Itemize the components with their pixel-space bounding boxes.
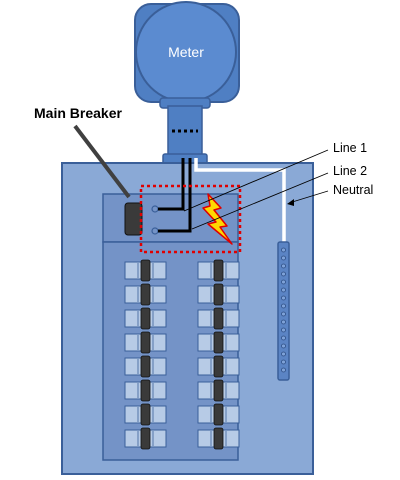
- line2-wire: [158, 158, 192, 233]
- neutral-screw: [281, 255, 286, 261]
- breaker-toggle: [140, 331, 151, 354]
- branch-breaker: [124, 259, 167, 282]
- neutral-screw: [281, 287, 286, 293]
- meter-label: Meter: [168, 44, 204, 60]
- branch-breaker: [124, 403, 167, 426]
- breaker-toggle: [213, 307, 224, 330]
- branch-breaker: [124, 355, 167, 378]
- branch-breaker: [124, 379, 167, 402]
- breaker-toggle: [140, 259, 151, 282]
- neutral-screw: [281, 279, 286, 285]
- branch-breaker-grid: [124, 259, 240, 450]
- neutral-screw: [281, 343, 286, 349]
- breaker-toggle: [140, 355, 151, 378]
- neutral-screw: [281, 271, 286, 277]
- breaker-toggle: [140, 307, 151, 330]
- branch-breaker: [124, 331, 167, 354]
- line2-leader: [191, 172, 329, 230]
- neutral-screw: [281, 263, 286, 269]
- branch-breaker: [197, 259, 240, 282]
- neutral-leader: [288, 190, 329, 204]
- danger-highlight-box: [139, 184, 242, 254]
- neutral-screw: [281, 303, 286, 309]
- branch-breaker: [124, 307, 167, 330]
- lightning-spark-icon: [202, 193, 233, 245]
- meter: Meter: [134, 1, 240, 103]
- neutral-screw: [281, 295, 286, 301]
- breaker-toggle: [140, 379, 151, 402]
- line1-label: Line 1: [333, 141, 367, 155]
- breaker-toggle: [213, 403, 224, 426]
- branch-breaker: [197, 403, 240, 426]
- line2-label: Line 2: [333, 164, 367, 178]
- branch-breaker: [197, 427, 240, 450]
- branch-breaker: [124, 427, 167, 450]
- breaker-toggle: [140, 283, 151, 306]
- main-breaker-pointer: [73, 124, 131, 199]
- neutral-screw: [281, 311, 286, 317]
- branch-breaker: [197, 307, 240, 330]
- neutral-wire: [194, 158, 286, 244]
- neutral-screw: [281, 359, 286, 365]
- neutral-screw: [281, 335, 286, 341]
- neutral-screw: [281, 319, 286, 325]
- main-breaker-switch: [124, 202, 143, 236]
- breaker-toggle: [140, 403, 151, 426]
- neutral-bar: [277, 241, 290, 381]
- breaker-toggle: [140, 427, 151, 450]
- breaker-toggle: [213, 355, 224, 378]
- line1-leader: [183, 149, 329, 212]
- branch-breaker: [197, 283, 240, 306]
- branch-breaker: [124, 283, 167, 306]
- breaker-toggle: [213, 331, 224, 354]
- line1-wire: [158, 158, 185, 211]
- main-breaker-label: Main Breaker: [34, 105, 122, 121]
- branch-breaker: [197, 355, 240, 378]
- breaker-toggle: [213, 427, 224, 450]
- neutral-screw: [281, 327, 286, 333]
- neutral-leader-arrowhead: [287, 199, 294, 206]
- neutral-bar-screws: [281, 247, 286, 373]
- breaker-toggle: [213, 379, 224, 402]
- neutral-screw: [281, 351, 286, 357]
- neutral-screw: [281, 367, 286, 373]
- branch-breaker: [197, 331, 240, 354]
- neutral-screw: [281, 247, 286, 253]
- neutral-label: Neutral: [333, 183, 373, 197]
- branch-breaker: [197, 379, 240, 402]
- breaker-toggle: [213, 259, 224, 282]
- breaker-toggle: [213, 283, 224, 306]
